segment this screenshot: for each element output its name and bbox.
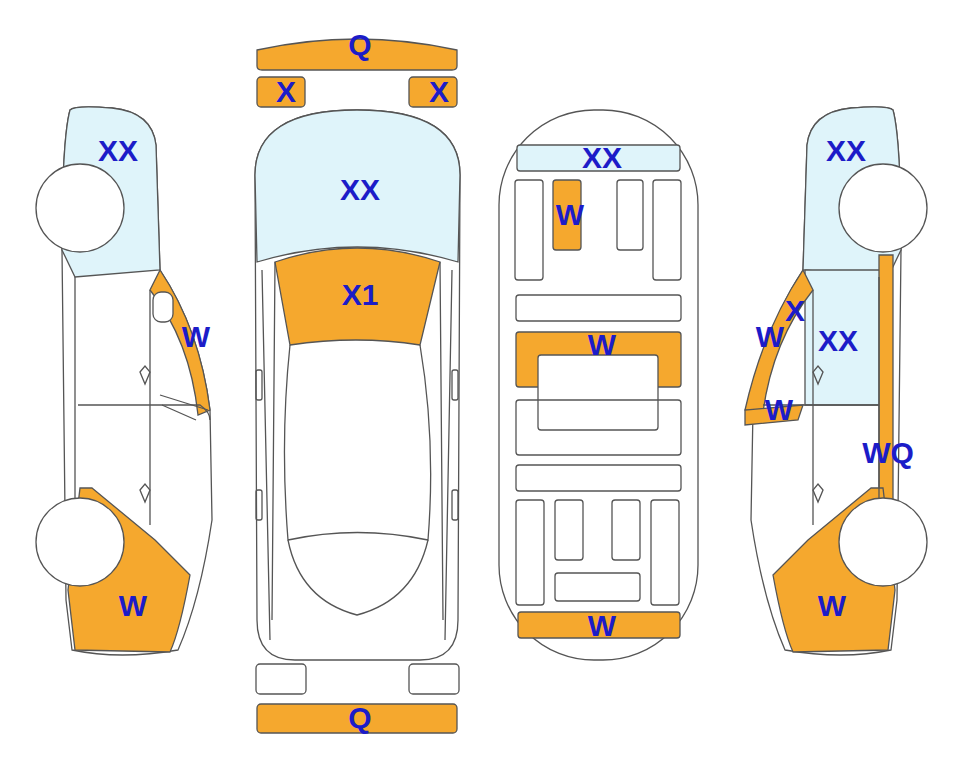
damage-code: W	[182, 322, 210, 352]
side-view	[36, 107, 212, 655]
damage-code: XX	[98, 136, 138, 166]
damage-code: W	[588, 611, 616, 641]
damage-code: XX	[818, 326, 858, 356]
damage-code: WQ	[862, 438, 914, 468]
rear-bumper	[257, 704, 457, 733]
tail-lamp	[409, 664, 459, 694]
damage-code: W	[119, 591, 147, 621]
damage-code: W	[756, 322, 784, 352]
damage-code: X	[785, 296, 805, 326]
damage-code: X	[429, 77, 449, 107]
damage-code: X1	[342, 280, 379, 310]
underside-view	[499, 110, 698, 660]
damage-code: W	[818, 591, 846, 621]
damage-code: W	[588, 330, 616, 360]
damage-code: W	[556, 200, 584, 230]
damage-code: X	[276, 77, 296, 107]
headlamp	[409, 77, 457, 107]
damage-code: XX	[340, 175, 380, 205]
damage-code: Q	[348, 703, 371, 733]
damage-code: Q	[348, 30, 371, 60]
damage-code: XX	[582, 143, 622, 173]
damage-code: W	[765, 395, 793, 425]
damage-code: XX	[826, 136, 866, 166]
headlamp	[257, 77, 305, 107]
top-view	[255, 110, 460, 660]
tail-lamp	[256, 664, 306, 694]
side-view	[745, 107, 927, 655]
